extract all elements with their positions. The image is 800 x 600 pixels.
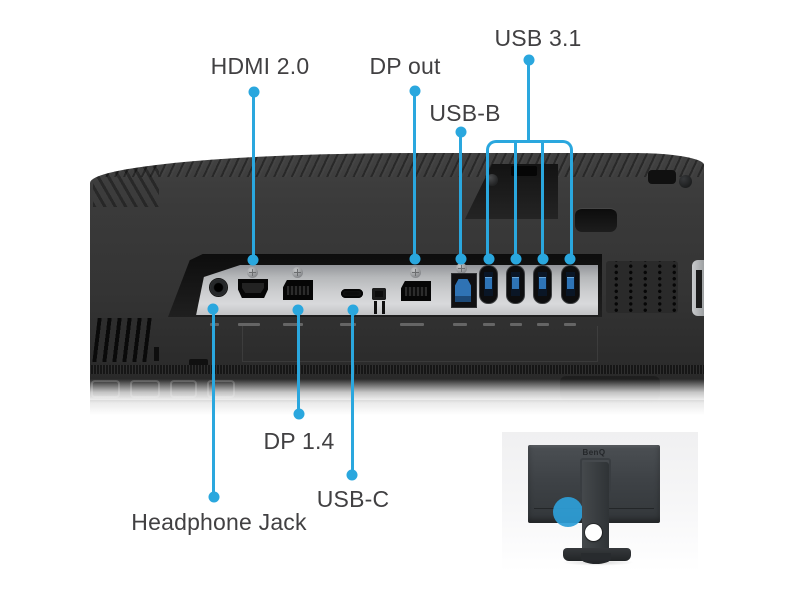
port-label-marking — [400, 323, 424, 326]
edge-panel-slot — [696, 270, 702, 308]
callout-line-usb31 — [514, 143, 517, 259]
usb-a-tongue — [485, 277, 492, 289]
stand-mount-slot — [511, 166, 537, 176]
callout-dot — [208, 491, 220, 503]
port-label-marking — [564, 323, 576, 326]
port-label-marking — [453, 323, 467, 326]
callout-line-usb-b — [459, 132, 462, 259]
label-dp14: DP 1.4 — [263, 428, 335, 454]
release-latch — [575, 208, 617, 232]
port-location-highlight — [553, 497, 583, 527]
displayport-slot — [287, 286, 309, 295]
monitor-bottom-photo — [90, 153, 704, 403]
rear-screw — [679, 175, 692, 188]
screw — [410, 267, 421, 278]
label-headphone: Headphone Jack — [131, 509, 307, 535]
bottom-notch — [189, 359, 208, 366]
rear-tab — [648, 170, 676, 184]
callout-dot — [346, 469, 358, 481]
label-usb-c: USB-C — [316, 486, 390, 512]
callout-dot — [483, 253, 495, 265]
speaker-grille — [606, 261, 678, 313]
callout-dot — [537, 253, 549, 265]
label-usb-b: USB-B — [429, 100, 501, 126]
screw — [456, 263, 467, 274]
callout-bracket-usb31 — [486, 140, 573, 259]
callout-line-hdmi — [252, 92, 255, 260]
usb-b-connector — [455, 279, 471, 302]
brand-logo: BenQ — [582, 448, 606, 457]
hdmi-port-slot — [242, 283, 264, 293]
top-rib-texture — [90, 153, 704, 177]
photo-fade — [90, 379, 704, 403]
label-usb31: USB 3.1 — [494, 25, 582, 51]
cable-management-hole — [585, 524, 602, 541]
label-hdmi: HDMI 2.0 — [210, 53, 310, 79]
callout-line-dp14 — [297, 310, 300, 414]
callout-dot — [247, 254, 259, 266]
displayport-out-slot — [405, 287, 427, 296]
vent-mark — [154, 347, 159, 361]
lock-slot-bars — [374, 301, 386, 314]
left-hatch-texture — [93, 165, 159, 207]
headphone-jack-port — [209, 278, 228, 297]
stand-mount-screw — [486, 174, 498, 186]
callout-line-usb31-stem — [527, 60, 530, 142]
inset-stand-hinge — [581, 553, 611, 564]
callout-dot — [564, 253, 576, 265]
port-label-marking — [340, 323, 356, 326]
vent-slats — [92, 318, 152, 362]
port-label-marking — [238, 323, 260, 326]
ground-shadow — [90, 400, 704, 415]
callout-line-usb-c — [351, 310, 354, 475]
callout-dot — [455, 253, 467, 265]
callout-dot — [510, 253, 522, 265]
port-label-marking — [483, 323, 495, 326]
port-label-marking — [537, 323, 549, 326]
callout-dot — [409, 253, 421, 265]
usb-a-tongue — [512, 277, 519, 289]
usb-a-tongue — [567, 277, 574, 289]
screw — [292, 267, 303, 278]
callout-line-usb31 — [541, 143, 544, 259]
port-label-marking — [283, 323, 303, 326]
body-seam — [242, 326, 598, 362]
callout-line-dp-out — [413, 91, 416, 259]
usb-a-tongue — [539, 277, 546, 289]
inset-floor-shadow — [551, 558, 645, 567]
security-lock-slot — [372, 288, 386, 300]
screw — [247, 267, 258, 278]
bottom-edge-strip — [90, 365, 704, 374]
port-label-marking — [510, 323, 522, 326]
callout-dot — [293, 408, 305, 420]
label-dp-out: DP out — [369, 53, 441, 79]
callout-line-headphone — [212, 309, 215, 497]
usb-c-port — [341, 289, 363, 298]
